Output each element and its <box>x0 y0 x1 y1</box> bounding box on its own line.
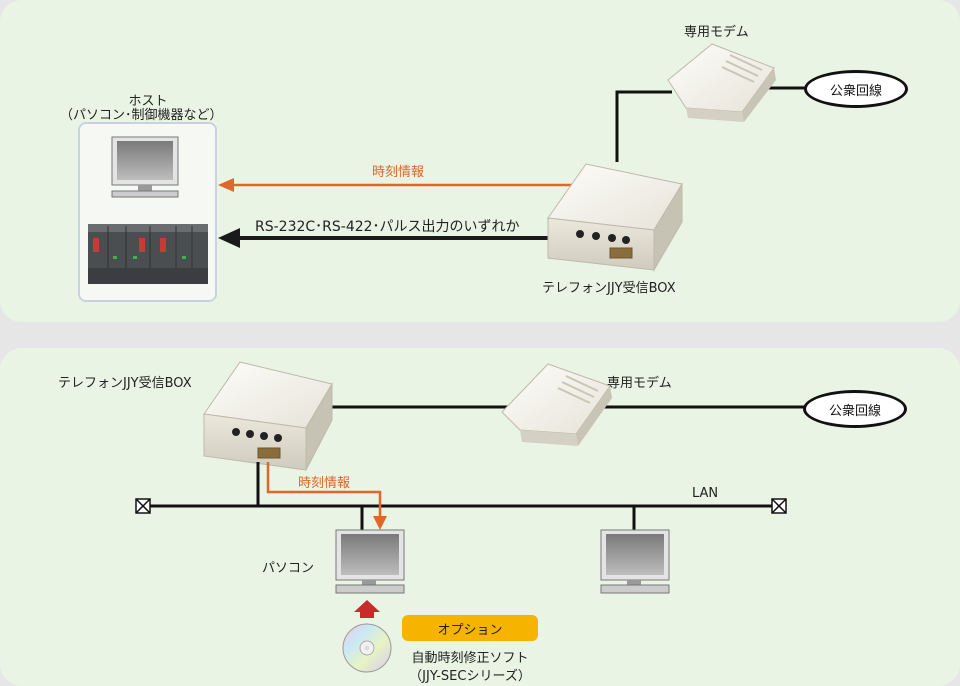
host-monitor-icon <box>111 136 179 198</box>
software-sublabel: （JJY-SECシリーズ） <box>409 669 531 684</box>
lan-terminator-right <box>771 498 787 514</box>
bottom-time-info-label: 時刻情報 <box>298 476 351 491</box>
cd-icon <box>342 623 392 673</box>
lan-bus <box>144 462 778 530</box>
top-modem <box>667 43 776 122</box>
top-time-arrow <box>218 178 580 192</box>
top-public-line: 公衆回線 <box>804 70 908 108</box>
top-box-label: テレフォンJJY受信BOX <box>542 281 676 296</box>
bottom-box-label: テレフォンJJY受信BOX <box>58 376 192 391</box>
host-sublabel: （パソコン･制御機器など） <box>60 108 223 123</box>
lan-label: LAN <box>692 486 719 501</box>
host-label: ホスト <box>128 94 168 109</box>
pc-monitor-icon-2 <box>600 529 670 594</box>
top-receiver-box <box>547 163 683 272</box>
bottom-modem <box>501 363 612 446</box>
pc-monitor-icon <box>335 529 405 594</box>
top-output-arrow <box>218 228 556 248</box>
bottom-public-line: 公衆回線 <box>803 390 907 428</box>
top-time-info-label: 時刻情報 <box>372 165 425 180</box>
lan-terminator-left <box>135 498 151 514</box>
control-device-icon <box>88 224 208 284</box>
top-output-label: RS-232C･RS-422･パルス出力のいずれか <box>255 219 520 235</box>
option-badge: オプション <box>402 615 538 641</box>
install-arrow-icon <box>354 600 380 618</box>
bottom-receiver-box <box>203 361 333 471</box>
software-label: 自動時刻修正ソフト <box>411 651 529 666</box>
pc-label: パソコン <box>262 561 315 576</box>
bottom-modem-label: 専用モデム <box>607 376 672 391</box>
bottom-time-arrow <box>266 462 387 530</box>
top-modem-label: 専用モデム <box>684 25 749 40</box>
